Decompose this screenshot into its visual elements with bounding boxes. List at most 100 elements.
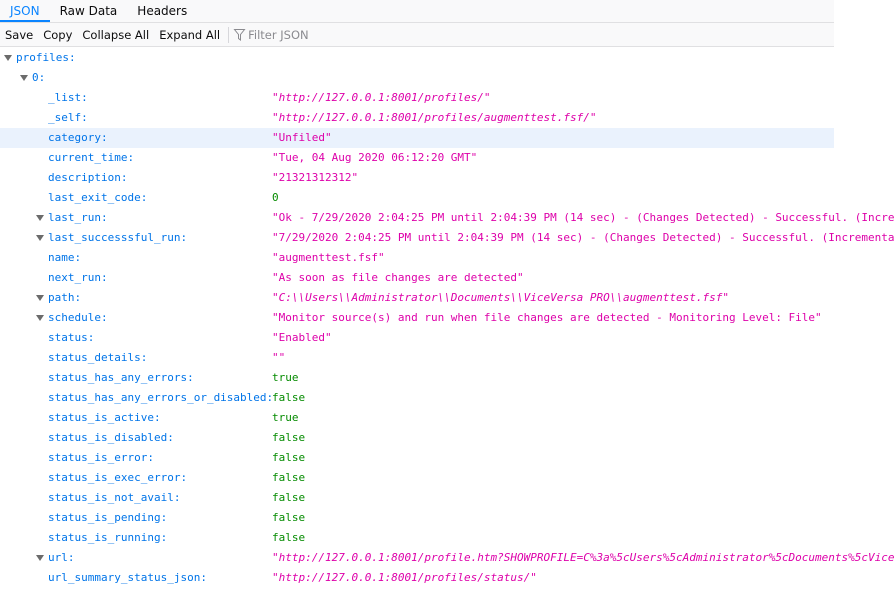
tree-value: "http://127.0.0.1:8001/profiles/augmentt… <box>272 111 597 124</box>
tree-row[interactable]: status_is_error: false <box>0 448 834 468</box>
tree-key: url: <box>48 551 75 564</box>
tree-row[interactable]: name: "augmenttest.fsf" <box>0 248 834 268</box>
tree-key: status_has_any_errors: <box>48 371 194 384</box>
tree-value: true <box>272 371 299 384</box>
tree-row[interactable]: url: "http://127.0.0.1:8001/profile.htm?S… <box>0 548 895 568</box>
tree-key: status_details: <box>48 351 148 364</box>
tree-value: "Monitor source(s) and run when file cha… <box>272 311 822 324</box>
tree-row[interactable]: status_details: "" <box>0 348 834 368</box>
tree-row[interactable]: category: "Unfiled" <box>0 128 834 148</box>
tree-key: status_is_exec_error: <box>48 471 188 484</box>
tree-key: status_is_disabled: <box>48 431 174 444</box>
tree-row-index-0[interactable]: 0: <box>0 68 834 88</box>
viewer-tab-bar: JSON Raw Data Headers <box>0 0 834 23</box>
tree-row[interactable]: url_summary_status_json: "http://127.0.0.… <box>0 568 834 588</box>
tree-key: status_is_not_avail: <box>48 491 181 504</box>
tree-row[interactable]: schedule: "Monitor source(s) and run when… <box>0 308 834 328</box>
tree-key: last_exit_code: <box>48 191 148 204</box>
tree-key: 0: <box>32 71 46 84</box>
tree-key: schedule: <box>48 311 108 324</box>
tree-row[interactable]: _list: "http://127.0.0.1:8001/profiles/" <box>0 88 834 108</box>
tree-value: false <box>272 511 306 524</box>
tree-value: "http://127.0.0.1:8001/profiles/status/" <box>272 571 537 584</box>
tree-value: "Tue, 04 Aug 2020 06:12:20 GMT" <box>272 151 478 164</box>
expand-arrow-icon[interactable] <box>36 555 44 561</box>
tree-key: path: <box>48 291 82 304</box>
tree-key: status_is_active: <box>48 411 161 424</box>
tree-row[interactable]: status_is_exec_error: false <box>0 468 834 488</box>
tree-value: "Enabled" <box>272 331 332 344</box>
tree-value: "augmenttest.fsf" <box>272 251 385 264</box>
tree-row[interactable]: last_successsful_run: "7/29/2020 2:04:25 … <box>0 228 895 248</box>
tree-row[interactable]: status_is_active: true <box>0 408 834 428</box>
tree-value: 0 <box>272 191 279 204</box>
tree-row[interactable]: status: "Enabled" <box>0 328 834 348</box>
filter-icon <box>233 28 246 41</box>
save-button[interactable]: Save <box>5 27 34 42</box>
tree-key: _list: <box>48 91 88 104</box>
tree-key: _self: <box>48 111 88 124</box>
tree-value: "" <box>272 351 286 364</box>
tree-row[interactable]: status_has_any_errors: true <box>0 368 834 388</box>
tree-key: name: <box>48 251 82 264</box>
json-toolbar: Save Copy Collapse All Expand All <box>0 23 834 47</box>
filter-json-input[interactable] <box>248 27 449 42</box>
tree-key: current_time: <box>48 151 135 164</box>
tree-row[interactable]: _self: "http://127.0.0.1:8001/profiles/au… <box>0 108 834 128</box>
tree-rows: _list:"http://127.0.0.1:8001/profiles/"_… <box>0 88 895 588</box>
tree-value: false <box>272 431 306 444</box>
tree-value: "Unfiled" <box>272 131 332 144</box>
tree-key: last_successsful_run: <box>48 231 188 244</box>
tree-key: status: <box>48 331 95 344</box>
tree-row[interactable]: status_is_disabled: false <box>0 428 834 448</box>
tab-json[interactable]: JSON <box>0 0 50 22</box>
tree-row[interactable]: last_run:"Ok - 7/29/2020 2:04:25 PM unti… <box>0 208 895 228</box>
json-tree: profiles: 0: _list: "http://127.0.0.1:800… <box>0 48 895 588</box>
expand-arrow-icon[interactable] <box>36 235 44 241</box>
expand-arrow-icon[interactable] <box>20 75 28 81</box>
tree-key: status_is_running: <box>48 531 168 544</box>
tree-key: status_is_pending: <box>48 511 168 524</box>
expand-arrow-icon[interactable] <box>36 295 44 301</box>
tree-value: false <box>272 491 306 504</box>
expand-arrow-icon[interactable] <box>36 215 44 221</box>
tree-key: description: <box>48 171 128 184</box>
tree-value: false <box>272 391 306 404</box>
copy-button[interactable]: Copy <box>43 27 73 42</box>
tree-value: true <box>272 411 299 424</box>
tree-row-profiles[interactable]: profiles: <box>0 48 834 68</box>
expand-arrow-icon[interactable] <box>36 315 44 321</box>
tree-row[interactable]: current_time: "Tue, 04 Aug 2020 06:12:20 … <box>0 148 834 168</box>
tree-value: "http://127.0.0.1:8001/profile.htm?SHOWP… <box>272 551 895 564</box>
collapse-all-button[interactable]: Collapse All <box>82 27 150 42</box>
tree-key: url_summary_status_json: <box>48 571 207 584</box>
expand-arrow-icon[interactable] <box>4 55 12 61</box>
tab-raw-data[interactable]: Raw Data <box>59 4 118 18</box>
filter-box[interactable] <box>233 27 449 42</box>
tab-headers[interactable]: Headers <box>137 4 188 18</box>
tree-value: "http://127.0.0.1:8001/profiles/" <box>272 91 491 104</box>
tree-value: "As soon as file changes are detected" <box>272 271 524 284</box>
tree-value: false <box>272 531 306 544</box>
tree-row[interactable]: path: "C:\\Users\\Administrator\\Document… <box>0 288 834 308</box>
tree-row[interactable]: status_is_pending: false <box>0 508 834 528</box>
tree-key: profiles: <box>16 51 76 64</box>
tree-row[interactable]: last_exit_code: 0 <box>0 188 834 208</box>
tree-row[interactable]: status_is_running: false <box>0 528 834 548</box>
tree-row[interactable]: description: "21321312312" <box>0 168 834 188</box>
tree-row[interactable]: status_has_any_errors_or_disabled:false <box>0 388 834 408</box>
tree-value: false <box>272 451 306 464</box>
tree-value: "7/29/2020 2:04:25 PM until 2:04:39 PM (… <box>272 231 895 244</box>
tree-value: "C:\\Users\\Administrator\\Documents\\Vi… <box>272 291 729 304</box>
tree-row[interactable]: status_is_not_avail: false <box>0 488 834 508</box>
tree-key: status_is_error: <box>48 451 154 464</box>
tree-key: status_has_any_errors_or_disabled: <box>48 391 274 404</box>
tree-row[interactable]: next_run: "As soon as file changes are de… <box>0 268 834 288</box>
tree-key: last_run: <box>48 211 108 224</box>
expand-all-button[interactable]: Expand All <box>159 27 221 42</box>
tree-value: "21321312312" <box>272 171 359 184</box>
tree-value: false <box>272 471 306 484</box>
toolbar-divider <box>228 26 230 43</box>
tree-key: next_run: <box>48 271 108 284</box>
tree-key: category: <box>48 131 108 144</box>
